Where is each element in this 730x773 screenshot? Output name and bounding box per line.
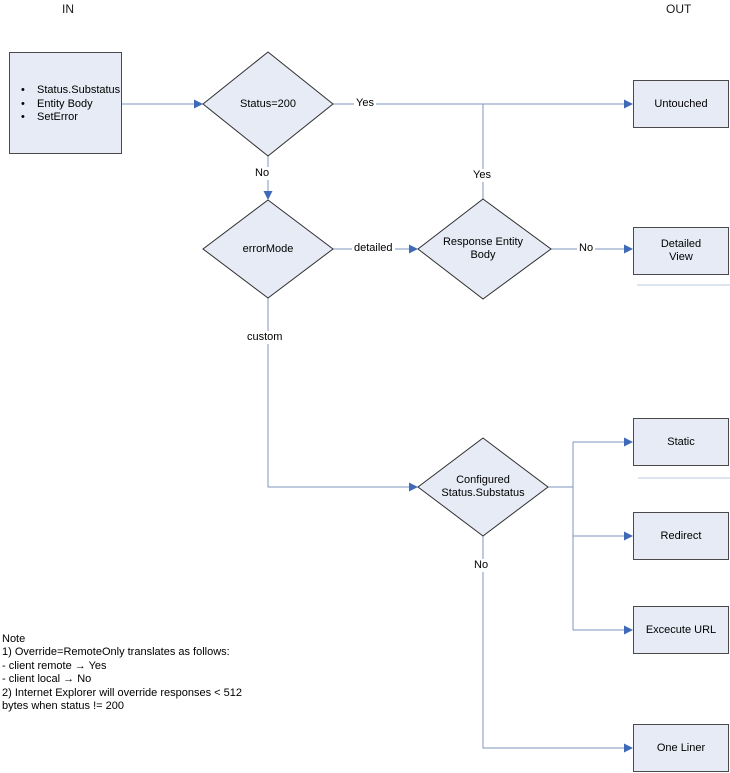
arrowhead-into-execute-url — [624, 625, 633, 635]
decision-reb-line2: Body — [470, 249, 496, 261]
edge-label-yes-branch: Yes — [471, 169, 493, 182]
edge-no-to-one-liner — [482, 536, 625, 749]
node-one-liner: One Liner — [633, 724, 729, 772]
arrowhead-into-errormode — [263, 191, 273, 200]
decision-errormode-label: errorMode — [242, 243, 294, 255]
in-label: IN — [62, 2, 74, 16]
note-line: 1) Override=RemoteOnly translates as fol… — [2, 646, 230, 659]
edge-label-no-status: No — [253, 167, 272, 180]
decision-configured-line1: Configured — [456, 474, 510, 486]
input-item: • Status.Substatus — [10, 84, 121, 98]
decision-status200-shape — [202, 51, 334, 157]
node-untouched-label: Untouched — [654, 97, 708, 110]
node-one-liner-label: One Liner — [656, 741, 706, 754]
note-line: bytes when status != 200 — [2, 700, 124, 713]
node-execute-url: Excecute URL — [633, 606, 729, 654]
arrowhead-into-configured — [409, 482, 418, 492]
note-block: Note 1) Override=RemoteOnly translates a… — [2, 633, 242, 713]
node-detailed-view-line1: Detailed — [660, 238, 702, 250]
node-detailed-view: Detailed View — [633, 227, 729, 275]
input-item-label: Status.Substatus — [37, 84, 121, 96]
decision-status200-label: Status=200 — [240, 98, 296, 110]
decision-configured-line2: Status.Substatus — [441, 487, 525, 499]
edge-label-custom: custom — [245, 331, 285, 344]
edge-label-yes-top: Yes — [354, 97, 376, 110]
bullet-icon: • — [21, 97, 25, 110]
edge-label-no-reb: No — [577, 242, 596, 255]
arrowhead-into-detailed-view — [624, 244, 633, 254]
note-line: 2) Internet Explorer will override respo… — [2, 686, 242, 699]
node-execute-url-label: Excecute URL — [645, 623, 717, 636]
note-line: - client local → No — [2, 673, 92, 686]
node-untouched: Untouched — [633, 80, 729, 128]
bullet-icon: • — [21, 84, 25, 96]
out-label: OUT — [666, 2, 692, 16]
node-redirect: Redirect — [633, 512, 729, 560]
node-redirect-label: Redirect — [660, 529, 702, 542]
input-item: • Entity Body — [10, 98, 121, 112]
arrowhead-into-reb — [409, 244, 418, 254]
decision-response-entity-body-shape — [417, 198, 552, 300]
decision-configured-label: Configured Status.Substatus — [413, 474, 553, 500]
note-line: Note — [2, 633, 26, 645]
arrowhead-into-untouched — [624, 99, 633, 109]
node-input: • Status.Substatus • Entity Body • SetEr… — [9, 52, 122, 154]
edge-custom-path — [267, 298, 410, 488]
arrowhead-into-redirect — [624, 531, 633, 541]
node-static-label: Static — [667, 435, 695, 448]
bullet-icon: • — [21, 111, 25, 123]
arrowhead-into-status200 — [194, 99, 203, 109]
edge-label-no-configured: No — [472, 559, 491, 572]
input-item-label: SetError — [37, 111, 78, 123]
decision-errormode-shape — [202, 199, 334, 299]
input-item-label: Entity Body — [37, 97, 93, 110]
input-item: • SetError — [10, 111, 121, 125]
node-static: Static — [633, 418, 729, 466]
decision-response-entity-body-label: Response Entity Body — [423, 236, 543, 262]
decision-reb-line1: Response Entity — [442, 236, 524, 248]
arrowhead-into-static — [624, 437, 633, 447]
node-detailed-view-line2: View — [669, 251, 693, 263]
note-line: - client remote → Yes — [2, 659, 107, 672]
arrowhead-into-one-liner — [624, 743, 633, 753]
decision-configured-shape — [417, 437, 549, 537]
edge-label-detailed: detailed — [352, 242, 395, 255]
